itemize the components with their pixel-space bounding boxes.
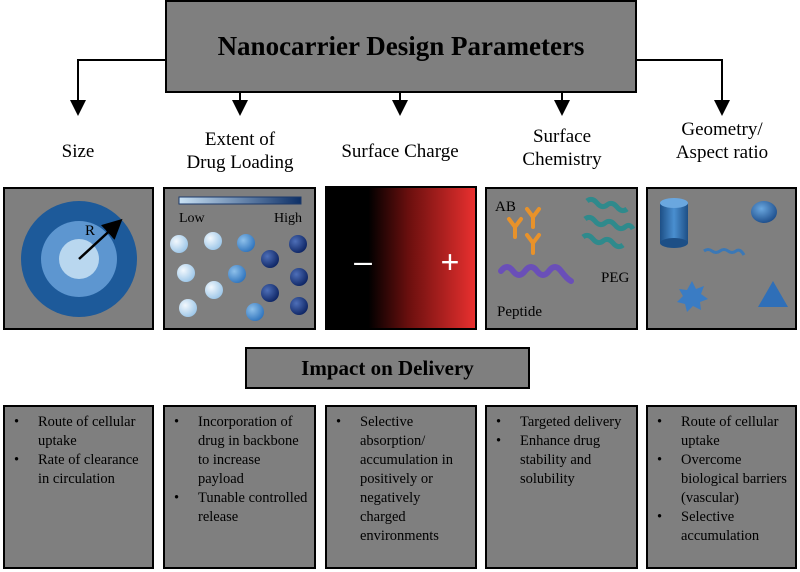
antibody-icons <box>507 207 541 255</box>
impact-item: Targeted delivery <box>493 413 630 432</box>
chemistry-illustration: AB PEG Peptide <box>495 196 636 320</box>
peptide-label: Peptide <box>497 304 542 320</box>
impact-title-box: Impact on Delivery <box>245 347 530 389</box>
star-shape <box>677 281 708 312</box>
loading-illustration: Low High <box>170 196 308 321</box>
loading-gradient-bar <box>178 196 302 205</box>
radius-label: R <box>85 223 95 239</box>
arrow-size <box>70 59 165 116</box>
loading-low-label: Low <box>179 211 206 226</box>
param-label-surface-chemistry: Surface Chemistry <box>522 126 602 170</box>
impact-item: Enhance drug stability and solubility <box>493 432 630 489</box>
impact-item: Incorporation of drug in backbone to inc… <box>171 413 308 489</box>
param-label-drug-loading: Extent of Drug Loading <box>186 129 294 173</box>
cylinder-shape <box>660 198 688 248</box>
drug-particles <box>170 232 308 321</box>
impact-panel-loading: Incorporation of drug in backbone to inc… <box>163 405 316 569</box>
impact-item: Overcome biological barriers (vascular) <box>654 451 789 508</box>
peptide-helix-icon <box>498 264 574 284</box>
impact-item: Route of cellular uptake <box>11 413 146 451</box>
peg-helix-icon <box>581 196 636 250</box>
positive-charge-sign: + <box>441 244 460 280</box>
impact-item: Selective absorption/ accumulation in po… <box>333 413 469 546</box>
peg-label: PEG <box>601 270 630 286</box>
ab-label: AB <box>495 199 516 215</box>
loading-panel: Low High <box>163 187 316 330</box>
impact-item: Rate of clearance in circulation <box>11 451 146 489</box>
impact-title: Impact on Delivery <box>301 355 474 380</box>
negative-charge-sign: – <box>354 243 372 279</box>
param-label-surface-charge: Surface Charge <box>341 141 459 162</box>
triangle-shape <box>758 281 788 307</box>
param-label-size: Size <box>61 141 95 162</box>
loading-high-label: High <box>274 211 302 226</box>
charge-panel: – + <box>325 186 477 330</box>
geometry-panel <box>646 187 797 330</box>
param-label-geometry: Geometry/ Aspect ratio <box>675 119 769 163</box>
arrow-geometry <box>637 59 730 116</box>
title-box: Nanocarrier Design Parameters <box>165 0 637 93</box>
chemistry-panel: AB PEG Peptide <box>485 187 638 330</box>
geometry-illustration <box>660 198 788 312</box>
impact-panel-size: Route of cellular uptake Rate of clearan… <box>3 405 154 569</box>
charge-illustration: – + <box>354 243 460 280</box>
rod-shape <box>703 248 746 256</box>
impact-panel-charge: Selective absorption/ accumulation in po… <box>325 405 477 569</box>
connector-arrows <box>70 59 730 116</box>
size-illustration: R <box>21 201 137 317</box>
impact-item: Tunable controlled release <box>171 489 308 527</box>
size-panel: R <box>3 187 154 330</box>
impact-item: Route of cellular uptake <box>654 413 789 451</box>
impact-item: Selective accumulation <box>654 508 789 546</box>
impact-panel-geometry: Route of cellular uptake Overcome biolog… <box>646 405 797 569</box>
sphere-shape <box>751 201 777 223</box>
page-title: Nanocarrier Design Parameters <box>217 31 585 61</box>
impact-panel-chemistry: Targeted delivery Enhance drug stability… <box>485 405 638 569</box>
